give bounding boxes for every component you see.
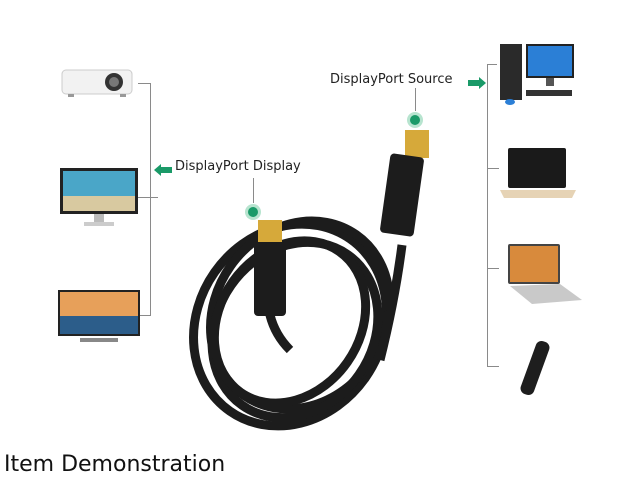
projector-image xyxy=(61,69,133,97)
display-marker-line xyxy=(253,178,254,203)
left-tick xyxy=(138,83,150,84)
source-marker-line xyxy=(415,88,416,111)
right-tick xyxy=(487,268,499,269)
arrow-right-icon xyxy=(468,74,486,93)
source-marker-dot xyxy=(407,112,423,128)
right-tick xyxy=(487,64,497,65)
desktop-pc-image xyxy=(500,44,574,105)
left-bracket xyxy=(150,83,151,316)
tv-image xyxy=(58,290,140,342)
right-bracket xyxy=(487,64,488,366)
caption: Item Demonstration xyxy=(4,452,226,477)
arrow-left-icon xyxy=(154,161,172,180)
right-tick xyxy=(487,168,499,169)
laptop-image xyxy=(500,148,576,198)
left-tick xyxy=(138,315,150,316)
display-label: DisplayPort Display xyxy=(175,159,301,174)
monitor-image xyxy=(60,168,138,226)
display-marker-dot xyxy=(245,204,261,220)
displayport-cable-image xyxy=(189,130,429,431)
source-label: DisplayPort Source xyxy=(330,72,453,87)
laptop-image xyxy=(508,244,582,304)
left-tick xyxy=(138,197,158,198)
right-tick xyxy=(487,366,499,367)
remote-image xyxy=(520,340,550,396)
